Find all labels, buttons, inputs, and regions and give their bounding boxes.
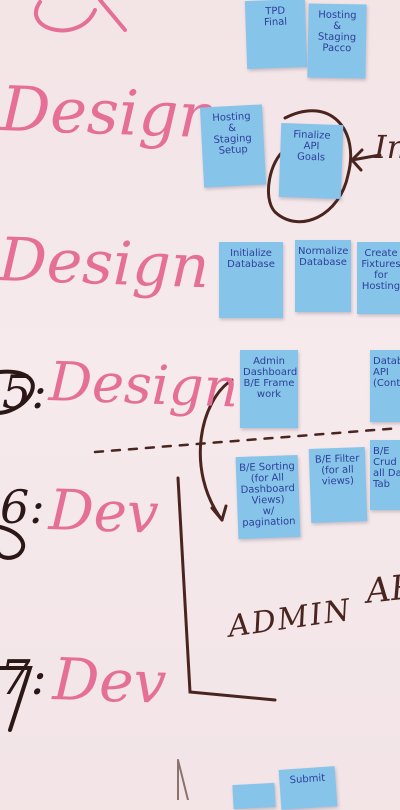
- lane-label-design-2: Design: [0, 225, 211, 303]
- sticky-note-be-sorting: B/E Sorting (for All Dashboard Views) w/…: [235, 454, 301, 540]
- sticky-note-submit: Submit: [278, 766, 338, 810]
- lane-label-dev-1: Dev: [47, 478, 160, 547]
- sticky-note-admin-dashboard: Admin Dashboard B/E Frame work: [240, 350, 298, 428]
- ar-label: AR: [364, 566, 400, 612]
- sticky-note-finalize-api-goals: Finalize API Goals: [278, 122, 344, 200]
- sticky-note-create-fixtures: Create Fixtures for Hosting: [357, 242, 400, 314]
- lane-label-design-1: Design: [0, 72, 220, 153]
- lane-number-5: 5:: [2, 365, 47, 419]
- sticky-note-be-filter: B/E Filter (for all views): [308, 447, 368, 523]
- sticky-note-hosting-staging-setup: Hosting & Staging Setup: [199, 104, 267, 188]
- sticky-note-partial-bottom: [232, 782, 276, 810]
- sticky-note-database-api: Databa API (Conti: [370, 350, 400, 422]
- sticky-note-tpd-final: TPD Final: [244, 0, 308, 70]
- sticky-note-normalize-database: Normalize Database: [295, 240, 351, 312]
- sticky-note-be-crud: B/E Crud f all Da Tab: [370, 440, 400, 510]
- lane-number-6: 6:: [0, 480, 45, 534]
- sticky-note-initialize-database: Initialize Database: [219, 242, 283, 318]
- lane-number-7: 7:: [0, 650, 47, 706]
- in-label: In: [374, 128, 400, 166]
- lane-label-dev-2: Dev: [51, 645, 168, 717]
- lane-label-design-3: Design: [47, 350, 240, 420]
- sticky-note-hosting-staging-pacco: Hosting & Staging Pacco: [307, 3, 367, 79]
